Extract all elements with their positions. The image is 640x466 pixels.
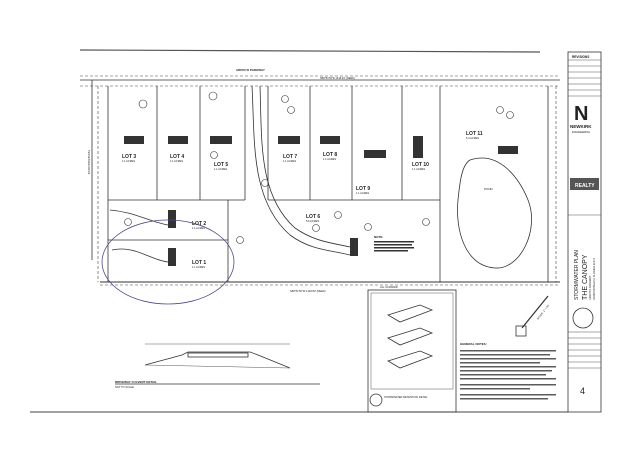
svg-text:5.4 ACRES: 5.4 ACRES bbox=[466, 136, 479, 140]
lot-5-label: LOT 5 bbox=[214, 162, 228, 168]
svg-text:1.1 ACRES: 1.1 ACRES bbox=[283, 159, 296, 163]
realty-logo bbox=[570, 178, 599, 190]
tree-symbols bbox=[124, 91, 514, 244]
svg-text:NOT TO SCALE: NOT TO SCALE bbox=[115, 385, 134, 389]
road-label-tennessee: TENNESSEE DRIVE bbox=[87, 150, 91, 175]
svg-text:1.1 ACRES: 1.1 ACRES bbox=[192, 226, 205, 230]
general-notes-text bbox=[460, 350, 556, 400]
title-block-content: REVISIONS N NEWKIRK ENGINEERING REALTY S… bbox=[568, 55, 601, 396]
svg-text:1.1 ACRES: 1.1 ACRES bbox=[214, 167, 227, 171]
lot-1-label: LOT 1 bbox=[192, 260, 206, 266]
sheet-top-border bbox=[79, 49, 541, 53]
highlight-ellipse-lots-1-2 bbox=[101, 219, 235, 305]
lot-8-label: LOT 8 bbox=[323, 152, 337, 158]
svg-text:STORMWATER RETENTION DETAIL: STORMWATER RETENTION DETAIL bbox=[384, 395, 428, 399]
lot-9-label: LOT 9 bbox=[356, 186, 370, 192]
north-arrow-icon bbox=[515, 295, 549, 337]
lot-labels: LOT 3 1.1 ACRES LOT 4 1.1 ACRES LOT 5 1.… bbox=[122, 131, 483, 269]
arroyo-parkway: ARROYO PARKWAY N89°51'50"E 1418.29' (DEE… bbox=[80, 68, 560, 87]
svg-text:ARROYO PARKWAY: ARROYO PARKWAY bbox=[588, 275, 592, 300]
tennessee-drive: TENNESSEE DRIVE bbox=[87, 80, 109, 282]
lot-3-label: LOT 3 bbox=[122, 154, 136, 160]
engineer-seal bbox=[572, 307, 594, 329]
svg-text:1.1 ACRES: 1.1 ACRES bbox=[412, 167, 425, 171]
scale-label: SCALE: 1" = 60' bbox=[536, 303, 551, 321]
svg-text:1.1 ACRES: 1.1 ACRES bbox=[356, 191, 369, 195]
svg-text:1.1 ACRES: 1.1 ACRES bbox=[192, 265, 205, 269]
note-text-block bbox=[374, 241, 414, 252]
revisions-label: REVISIONS bbox=[572, 55, 589, 59]
lot-7-label: LOT 7 bbox=[283, 154, 297, 160]
general-notes-title: GENERAL NOTES: bbox=[460, 342, 487, 346]
newkirk-logo: N bbox=[574, 103, 588, 125]
lot-11-label: LOT 11 bbox=[466, 131, 483, 137]
firm-name: NEWKIRK bbox=[570, 124, 592, 129]
lot-10-label: LOT 10 bbox=[412, 162, 429, 168]
pond-label: POND bbox=[484, 187, 494, 191]
bottom-bearing: S89°51'50"W 1418.83' (DEED) bbox=[290, 289, 326, 293]
sheet-number: 4 bbox=[580, 386, 585, 396]
house-footprints bbox=[124, 136, 518, 266]
svg-text:1.1 ACRES: 1.1 ACRES bbox=[170, 159, 183, 163]
project-name: THE CANOPY bbox=[582, 254, 589, 300]
lot-2-label: LOT 2 bbox=[192, 221, 206, 227]
svg-text:REALTY: REALTY bbox=[575, 183, 595, 189]
pond-outline bbox=[457, 157, 532, 269]
sheet-type: STORMWATER PLAN bbox=[574, 250, 580, 300]
svg-text:ENGINEERING: ENGINEERING bbox=[572, 130, 590, 134]
svg-text:5.6 ACRES: 5.6 ACRES bbox=[306, 219, 319, 223]
title-block bbox=[567, 51, 602, 413]
lot-6-label: LOT 6 bbox=[306, 214, 320, 220]
culvert-title: DRIVEWAY CULVERT DETAIL bbox=[115, 380, 157, 384]
bottom-note: ALL SCRAPED bbox=[380, 285, 398, 289]
note-label: NOTE: bbox=[374, 235, 383, 239]
lot-4-label: LOT 4 bbox=[170, 154, 184, 160]
svg-text:ORMOND BEACH, FLORIDA 32174: ORMOND BEACH, FLORIDA 32174 bbox=[592, 257, 596, 300]
road-label-arroyo: ARROYO PARKWAY bbox=[236, 68, 265, 72]
lot-6-driveway bbox=[251, 85, 351, 256]
stormwater-retention-detail: STORMWATER RETENTION DETAIL bbox=[367, 289, 457, 413]
svg-text:1.1 ACRES: 1.1 ACRES bbox=[323, 157, 336, 161]
svg-text:1.1 ACRES: 1.1 ACRES bbox=[122, 159, 135, 163]
driveway-culvert-detail: DRIVEWAY CULVERT DETAIL NOT TO SCALE bbox=[115, 343, 320, 389]
top-bearing: N89°51'50"E 1418.29' (DEED) bbox=[320, 76, 355, 80]
